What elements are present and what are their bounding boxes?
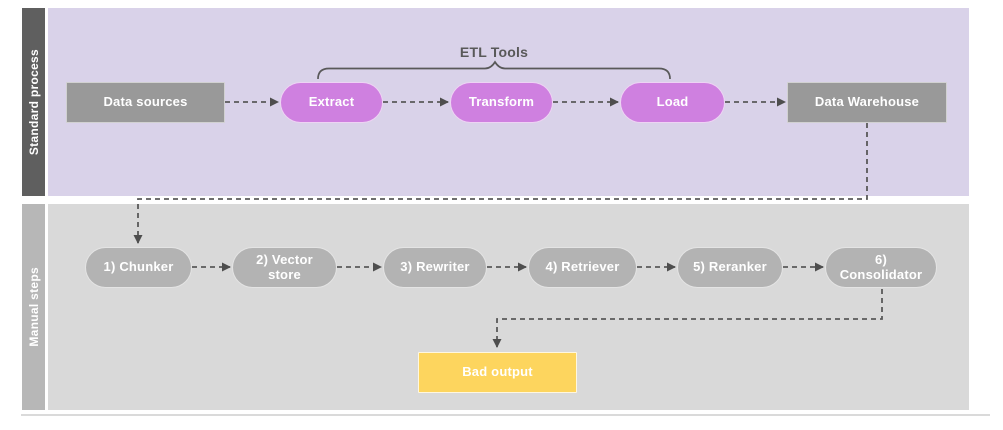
node-reranker: 5) Reranker (677, 247, 783, 288)
node-data-sources: Data sources (66, 82, 225, 123)
node-consolidator: 6) Consolidator (825, 247, 937, 288)
node-chunker: 1) Chunker (85, 247, 192, 288)
node-bad-output: Bad output (418, 352, 577, 393)
node-load: Load (620, 82, 725, 123)
etl-tools-label: ETL Tools (459, 44, 529, 60)
node-rewriter: 3) Rewriter (383, 247, 487, 288)
node-retriever: 4) Retriever (528, 247, 637, 288)
node-transform: Transform (450, 82, 553, 123)
page-divider (21, 414, 990, 416)
lane-label-text: Manual steps (26, 267, 41, 347)
lane-label-standard-process: Standard process (22, 8, 45, 196)
node-extract: Extract (280, 82, 383, 123)
lane-label-text: Standard process (26, 48, 41, 156)
lane-label-manual-steps: Manual steps (22, 204, 45, 410)
node-vector-store: 2) Vector store (232, 247, 337, 288)
node-data-warehouse: Data Warehouse (787, 82, 947, 123)
